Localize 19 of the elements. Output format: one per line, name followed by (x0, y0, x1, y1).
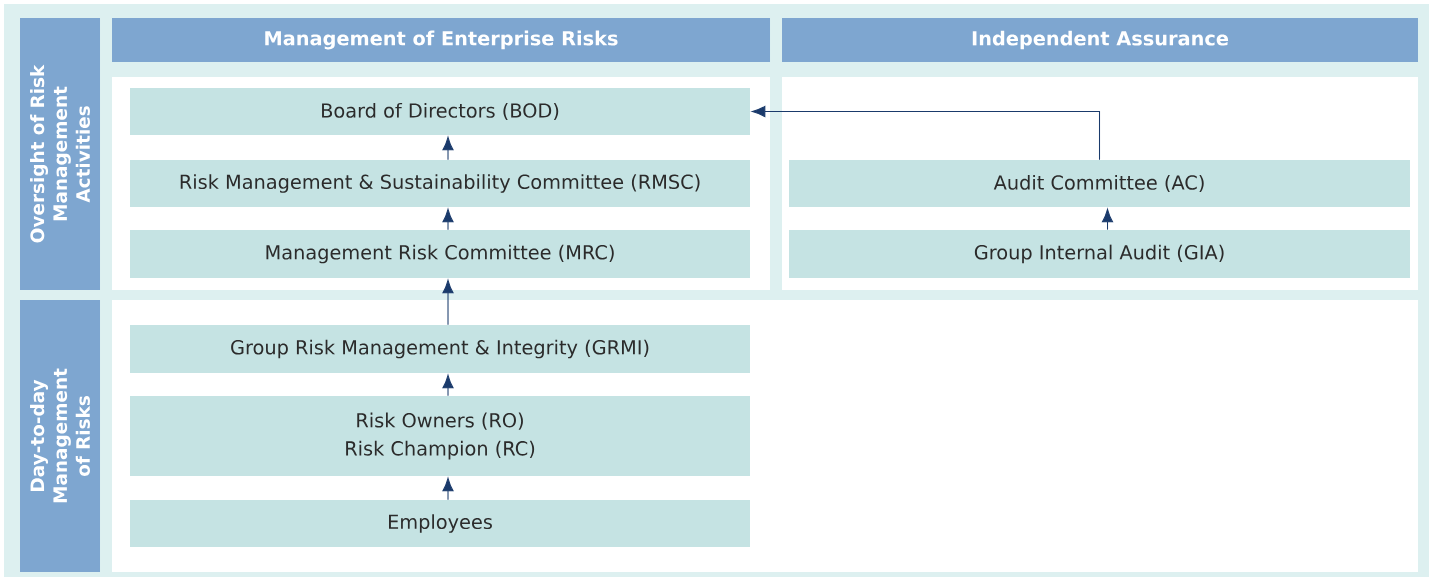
column-header: Management of Enterprise Risks (112, 18, 770, 62)
process-box: Group Risk Management & Integrity (GRMI) (130, 325, 750, 373)
process-box: Audit Committee (AC) (789, 160, 1410, 207)
row-header: Day-to-day Management of Risks (20, 300, 100, 572)
arrow (1101, 208, 1114, 231)
process-box: Group Internal Audit (GIA) (789, 230, 1410, 278)
arrow (442, 477, 454, 501)
process-box: Board of Directors (BOD) (130, 88, 750, 135)
arrow (442, 374, 454, 397)
arrow (442, 136, 454, 161)
process-box: Risk Owners (RO) Risk Champion (RC) (130, 396, 750, 476)
process-box: Management Risk Committee (MRC) (130, 230, 750, 278)
arrow (442, 208, 454, 231)
arrow (442, 279, 454, 326)
row-header: Oversight of Risk Management Activities (20, 18, 100, 290)
column-header: Independent Assurance (782, 18, 1418, 62)
arrow (751, 105, 1101, 161)
process-box: Risk Management & Sustainability Committee (RMSC) (130, 160, 750, 207)
process-box: Employees (130, 500, 750, 547)
